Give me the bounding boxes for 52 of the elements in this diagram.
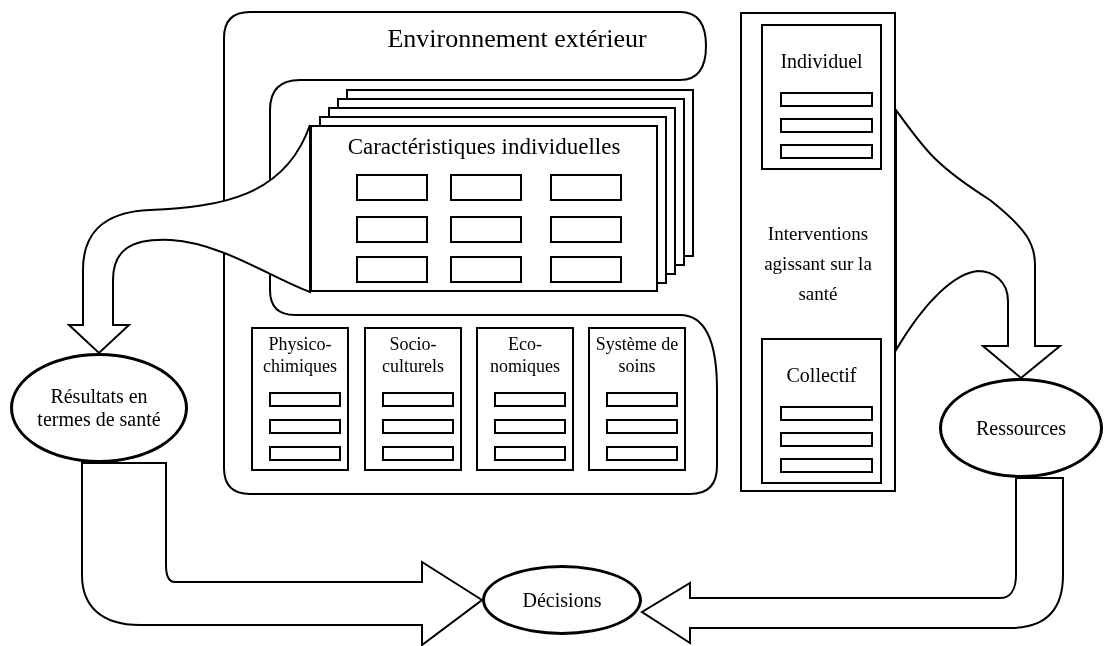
blank-box (780, 406, 873, 421)
blank-box (382, 446, 454, 461)
blank-box (780, 144, 873, 159)
panel-title: Interventions agissant sur la santé (763, 222, 873, 306)
sub-panel (761, 338, 882, 484)
blank-box (382, 419, 454, 434)
blank-box (356, 216, 428, 243)
intervention-panel (740, 12, 896, 492)
card-title: Eco- nomiques (489, 333, 561, 377)
blank-box (269, 446, 341, 461)
blank-box (606, 446, 678, 461)
blank-box (606, 392, 678, 407)
block-arrow (68, 124, 311, 354)
panel-title: Environnement extérieur (386, 23, 648, 55)
card-title: Caractéristiques individuelles (346, 133, 622, 161)
oval-node: Décisions (482, 565, 642, 635)
category-card (364, 327, 462, 471)
blank-box (450, 256, 522, 283)
blank-box (494, 419, 566, 434)
blank-box (780, 432, 873, 447)
oval-node: Résultats en termes de santé (10, 353, 188, 463)
category-card (251, 327, 349, 471)
block-arrow (895, 109, 1061, 379)
blank-box (450, 216, 522, 243)
blank-box (269, 419, 341, 434)
blank-box (356, 256, 428, 283)
card-title: Système de soins (594, 333, 680, 377)
blank-box (550, 216, 622, 243)
panel-title: Individuel (779, 49, 864, 74)
block-arrow (81, 462, 483, 646)
blank-box (780, 458, 873, 473)
blank-box (550, 174, 622, 201)
blank-box (550, 256, 622, 283)
block-arrow (641, 477, 1064, 644)
oval-node: Ressources (939, 378, 1103, 478)
blank-box (780, 118, 873, 133)
environment-panel (222, 10, 720, 496)
category-card (476, 327, 574, 471)
sub-panel (761, 24, 882, 170)
blank-box (606, 419, 678, 434)
blank-box (494, 446, 566, 461)
blank-box (382, 392, 454, 407)
panel-title: Collectif (785, 363, 858, 388)
blank-box (269, 392, 341, 407)
blank-box (780, 92, 873, 107)
category-card (588, 327, 686, 471)
blank-box (450, 174, 522, 201)
blank-box (494, 392, 566, 407)
card-title: Socio- culturels (381, 333, 445, 377)
card-title: Physico- chimiques (262, 333, 338, 377)
card-stack (310, 125, 658, 292)
blank-box (356, 174, 428, 201)
